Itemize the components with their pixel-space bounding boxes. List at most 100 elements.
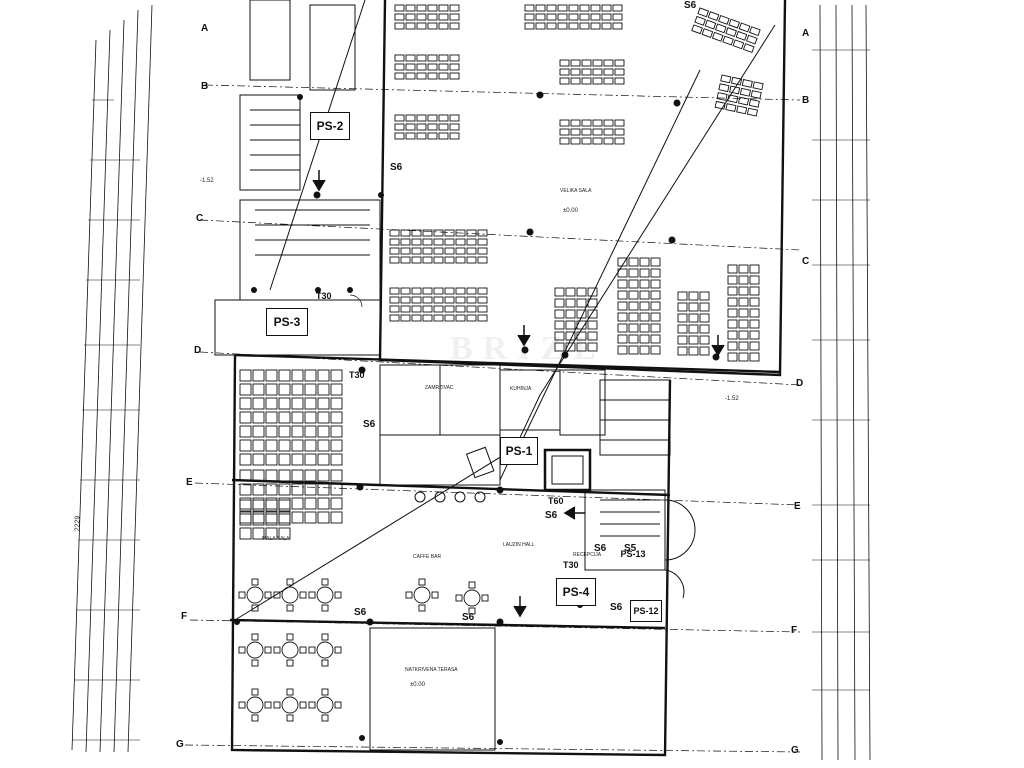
chair	[699, 302, 710, 312]
chair	[725, 27, 737, 38]
chair	[628, 323, 639, 333]
chair	[400, 314, 411, 322]
room-label: CAFFE BAR	[413, 554, 442, 560]
chair	[427, 22, 438, 30]
grid-label: G	[791, 745, 799, 756]
chair	[650, 345, 661, 355]
level-marker: -1.52	[725, 396, 739, 402]
total-dimension: 2229	[74, 515, 82, 532]
chair	[265, 369, 278, 382]
chair	[745, 34, 758, 45]
chair	[601, 4, 612, 12]
chair	[330, 511, 343, 524]
chair	[732, 39, 745, 50]
chair	[449, 63, 460, 71]
chair	[742, 43, 755, 54]
chair	[559, 128, 570, 136]
chair	[466, 287, 477, 295]
chair	[677, 346, 688, 356]
chair	[389, 229, 400, 237]
chair	[239, 369, 252, 382]
chair	[614, 119, 625, 127]
chair	[291, 511, 304, 524]
grid-label: F	[181, 611, 188, 622]
chair	[291, 397, 304, 410]
chair	[554, 298, 565, 308]
chair	[411, 238, 422, 246]
chair	[466, 238, 477, 246]
chair	[304, 369, 317, 382]
chair	[749, 297, 760, 307]
chair	[592, 77, 603, 85]
chair	[405, 72, 416, 80]
chair	[252, 397, 265, 410]
chair	[411, 314, 422, 322]
chair	[559, 119, 570, 127]
chair	[389, 287, 400, 295]
chair	[639, 257, 650, 267]
chair	[239, 453, 252, 466]
grid-label: A	[802, 28, 810, 39]
chair	[587, 320, 598, 330]
outer-walls	[229, 0, 787, 757]
chair	[317, 383, 330, 396]
chair	[592, 137, 603, 145]
chair	[265, 469, 278, 482]
chair	[749, 275, 760, 285]
chair	[455, 256, 466, 264]
chair	[741, 79, 753, 88]
chair	[554, 287, 565, 297]
room-label: NATKRIVENA TERASA	[405, 667, 458, 673]
chair	[400, 287, 411, 295]
chair	[738, 297, 749, 307]
chair	[576, 287, 587, 297]
chair	[718, 83, 730, 93]
chair	[576, 298, 587, 308]
chair	[727, 94, 739, 104]
chair	[614, 59, 625, 67]
chair	[639, 301, 650, 311]
chair	[694, 15, 706, 26]
chair	[416, 132, 427, 140]
chair	[477, 229, 488, 237]
chair	[524, 13, 535, 21]
chair	[394, 54, 405, 62]
round-table	[238, 688, 272, 722]
grid-label: E	[794, 501, 801, 512]
grid-label: E	[186, 477, 193, 488]
chair	[617, 279, 628, 289]
chair	[394, 114, 405, 122]
chair	[444, 296, 455, 304]
round-table	[273, 633, 307, 667]
chair	[304, 483, 317, 496]
chair	[405, 22, 416, 30]
table-group	[239, 469, 343, 524]
chair	[716, 92, 728, 101]
chair	[411, 296, 422, 304]
t60-marker: T60	[548, 496, 564, 506]
chair	[265, 397, 278, 410]
chair	[677, 324, 688, 334]
chair	[265, 453, 278, 466]
chair	[416, 13, 427, 21]
table-group	[617, 257, 661, 355]
chair	[587, 309, 598, 319]
room-label: MALA SALA	[262, 536, 290, 542]
chair	[581, 128, 592, 136]
chair	[304, 469, 317, 482]
chair	[477, 256, 488, 264]
chair	[416, 123, 427, 131]
table-group	[389, 287, 488, 322]
chair	[317, 439, 330, 452]
chair	[405, 63, 416, 71]
chair	[688, 291, 699, 301]
chair	[304, 397, 317, 410]
chair	[455, 314, 466, 322]
chair	[427, 132, 438, 140]
chair	[749, 330, 760, 340]
round-table	[308, 633, 342, 667]
ps-4-tag: PS-4	[556, 578, 596, 606]
chair	[535, 13, 546, 21]
chair	[291, 453, 304, 466]
